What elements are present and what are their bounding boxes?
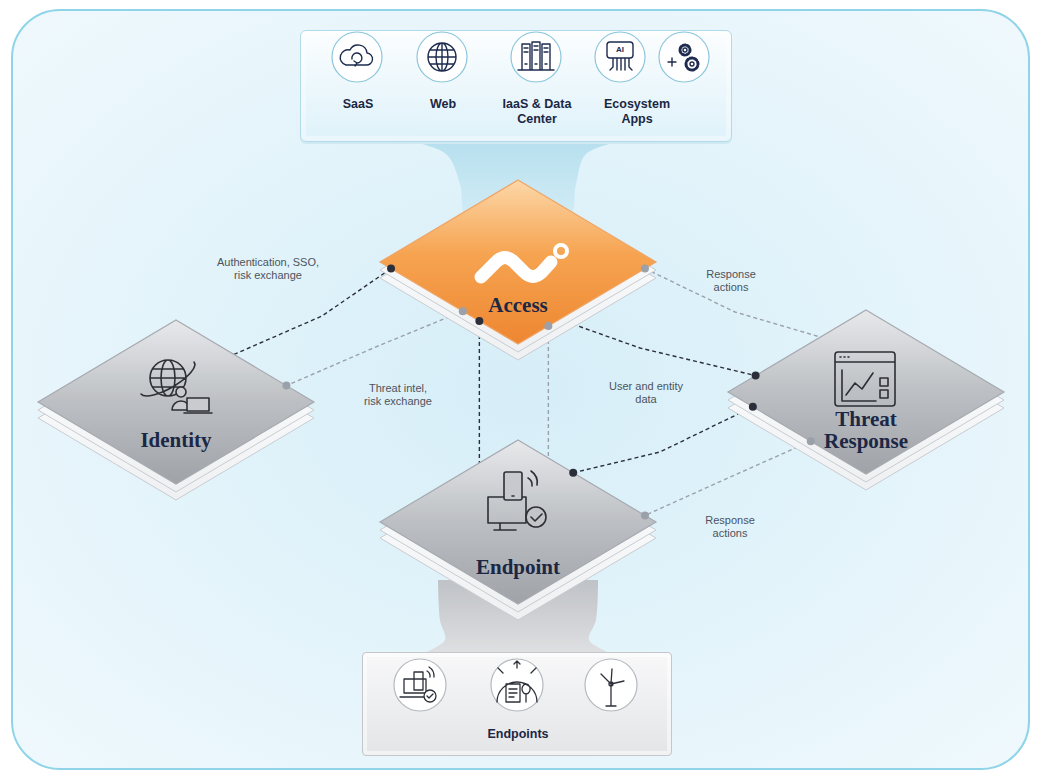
cloud-icon <box>340 45 372 66</box>
endpoints-panel: Endpoints <box>362 652 672 756</box>
dashed-connector <box>479 321 480 463</box>
diamond-title: Endpoint <box>443 556 593 578</box>
connector-label: User and entity data <box>601 380 691 406</box>
server-icon <box>518 42 554 70</box>
connector-label: Response actions <box>700 514 760 540</box>
dashed-connector <box>286 311 462 385</box>
connector-dot <box>807 437 815 445</box>
icon-circle <box>417 32 467 82</box>
diamond-outline <box>36 318 316 502</box>
identity-globe-icon <box>141 360 195 396</box>
diamond-outline <box>726 308 1006 492</box>
panel-label: SaaS <box>323 97 393 112</box>
icon-circle <box>511 32 561 82</box>
panel-label: Web <box>408 97 478 112</box>
access-logo <box>481 258 551 278</box>
diamond-outline <box>378 178 658 362</box>
ai-chip-icon <box>607 42 633 70</box>
dashed-connector <box>573 407 753 473</box>
connector-dot <box>569 469 577 477</box>
diamond-face <box>380 180 656 344</box>
dashboard-icon <box>835 352 895 406</box>
diamond-title: Access <box>443 294 593 316</box>
endpoint-diamond: Endpoint <box>378 438 658 622</box>
threat-response-diamond: Threat Response <box>726 308 1006 492</box>
turbine-icon <box>601 669 624 706</box>
source-panel: SaaS Web IaaS & Data Center Ecosystem Apps <box>300 30 732 142</box>
connector-dot <box>641 511 649 519</box>
gear-icon <box>680 45 698 70</box>
icon-circle <box>332 32 382 82</box>
gear-icon <box>668 48 694 66</box>
diamond-title: Threat Response <box>806 408 926 452</box>
phone-icon <box>504 472 522 500</box>
gauge-icon <box>497 661 537 702</box>
diamond-outline <box>378 438 658 622</box>
connector-dot <box>752 372 760 380</box>
connector-label: Response actions <box>701 268 761 294</box>
connector-dot <box>282 382 290 390</box>
person-icon <box>172 387 190 410</box>
dashed-connector <box>645 269 821 338</box>
icon-circle <box>585 659 637 711</box>
dashed-connector <box>548 326 549 458</box>
dashed-connector <box>559 319 755 375</box>
diamond-face <box>380 440 656 604</box>
identity-diamond: Identity <box>36 318 316 502</box>
icon-circle <box>659 32 709 82</box>
check-icon <box>526 507 546 527</box>
diamond-title: Identity <box>101 429 251 451</box>
diamond-face <box>38 320 314 484</box>
monitor-icon <box>488 497 526 530</box>
check-icon <box>424 690 436 702</box>
laptop-icon <box>184 398 212 413</box>
diamond-face <box>728 310 1004 474</box>
connector-dot <box>387 265 395 273</box>
connector-dot <box>544 322 552 330</box>
outer-frame <box>12 10 1029 769</box>
connector-dot <box>459 307 467 315</box>
connector-label: Threat intel, risk exchange <box>359 382 437 408</box>
panel-label: Endpoints <box>458 727 578 742</box>
connector-dot <box>475 317 483 325</box>
icon-circle <box>595 32 645 82</box>
access-logo-ring <box>555 245 567 257</box>
signal-icon <box>528 471 537 486</box>
dashed-connector <box>234 269 391 355</box>
access-diamond: Access <box>378 178 658 362</box>
connector-dot <box>749 403 757 411</box>
panel-label: IaaS & Data Center <box>497 97 577 127</box>
panel-label: Ecosystem Apps <box>597 97 677 127</box>
dashed-connector <box>645 441 811 515</box>
connector-dot <box>641 265 649 273</box>
laptop-phone-icon <box>400 667 434 697</box>
icon-circle <box>491 659 543 711</box>
icon-circle <box>394 659 446 711</box>
globe-icon <box>428 43 456 71</box>
connector-label: Authentication, SSO, risk exchange <box>208 256 328 282</box>
